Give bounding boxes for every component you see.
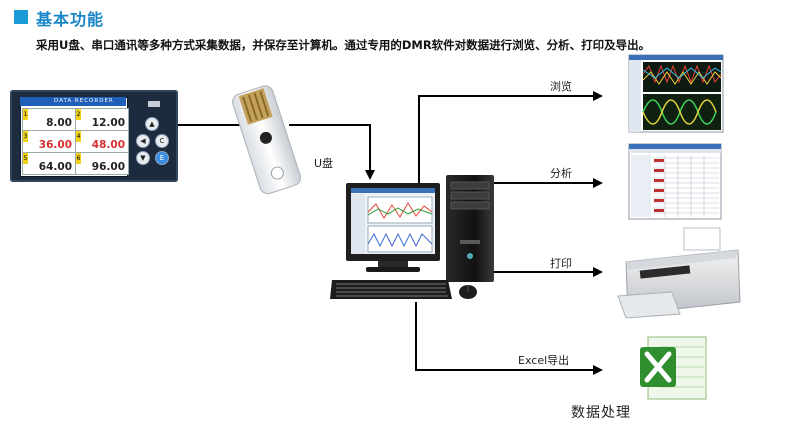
channel-value: 64.00 xyxy=(38,161,72,173)
print-label: 打印 xyxy=(550,257,572,270)
recorder-screen-header xyxy=(20,97,126,106)
usb-to-computer-arrow xyxy=(289,124,375,180)
channel-value: 12.00 xyxy=(91,117,125,129)
excel-export-label: Excel导出 xyxy=(518,354,570,367)
browse-label: 浏览 xyxy=(550,80,572,93)
channel-number: 2 xyxy=(76,109,81,120)
title-marker xyxy=(14,10,28,24)
printer-icon xyxy=(617,227,741,319)
channel-number: 5 xyxy=(23,153,28,164)
usb-drive-icon xyxy=(232,85,302,195)
recorder-header-text: DATA RECORDER xyxy=(54,98,114,104)
channel-number: 3 xyxy=(23,131,28,142)
browse-software-screenshot xyxy=(628,54,724,133)
reading-cell-5: 5 64.00 xyxy=(22,152,76,175)
computer-icon xyxy=(330,175,494,299)
analyze-software-screenshot xyxy=(628,143,722,220)
left-button: ◀ xyxy=(136,134,150,148)
usb-port xyxy=(148,101,160,107)
channel-value: 96.00 xyxy=(91,161,125,173)
channel-value: 8.00 xyxy=(46,117,72,129)
channel-number: 4 xyxy=(76,131,81,142)
analyze-label: 分析 xyxy=(550,167,572,180)
description-text: 采用U盘、串口通讯等多种方式采集数据，并保存至计算机。通过专用的DMR软件对数据… xyxy=(36,38,651,52)
down-button: ▼ xyxy=(136,151,150,165)
reading-cell-1: 1 8.00 xyxy=(22,108,76,131)
excel-icon xyxy=(640,336,707,400)
page-title: 基本功能 xyxy=(36,10,105,29)
data-processing-caption: 数据处理 xyxy=(571,405,631,421)
reading-cell-6: 6 96.00 xyxy=(75,152,129,175)
cancel-button: C xyxy=(155,134,169,148)
excel-arrow xyxy=(415,302,603,375)
usb-drive-label: U盘 xyxy=(314,157,334,170)
channel-number: 1 xyxy=(23,109,28,120)
channel-value: 48.00 xyxy=(91,139,125,151)
channel-value: 36.00 xyxy=(38,139,72,151)
browse-arrow xyxy=(418,91,603,183)
reading-cell-4: 4 48.00 xyxy=(75,130,129,153)
channel-number: 6 xyxy=(76,153,81,164)
up-button: ▲ xyxy=(145,117,159,131)
enter-button: E xyxy=(155,151,169,165)
